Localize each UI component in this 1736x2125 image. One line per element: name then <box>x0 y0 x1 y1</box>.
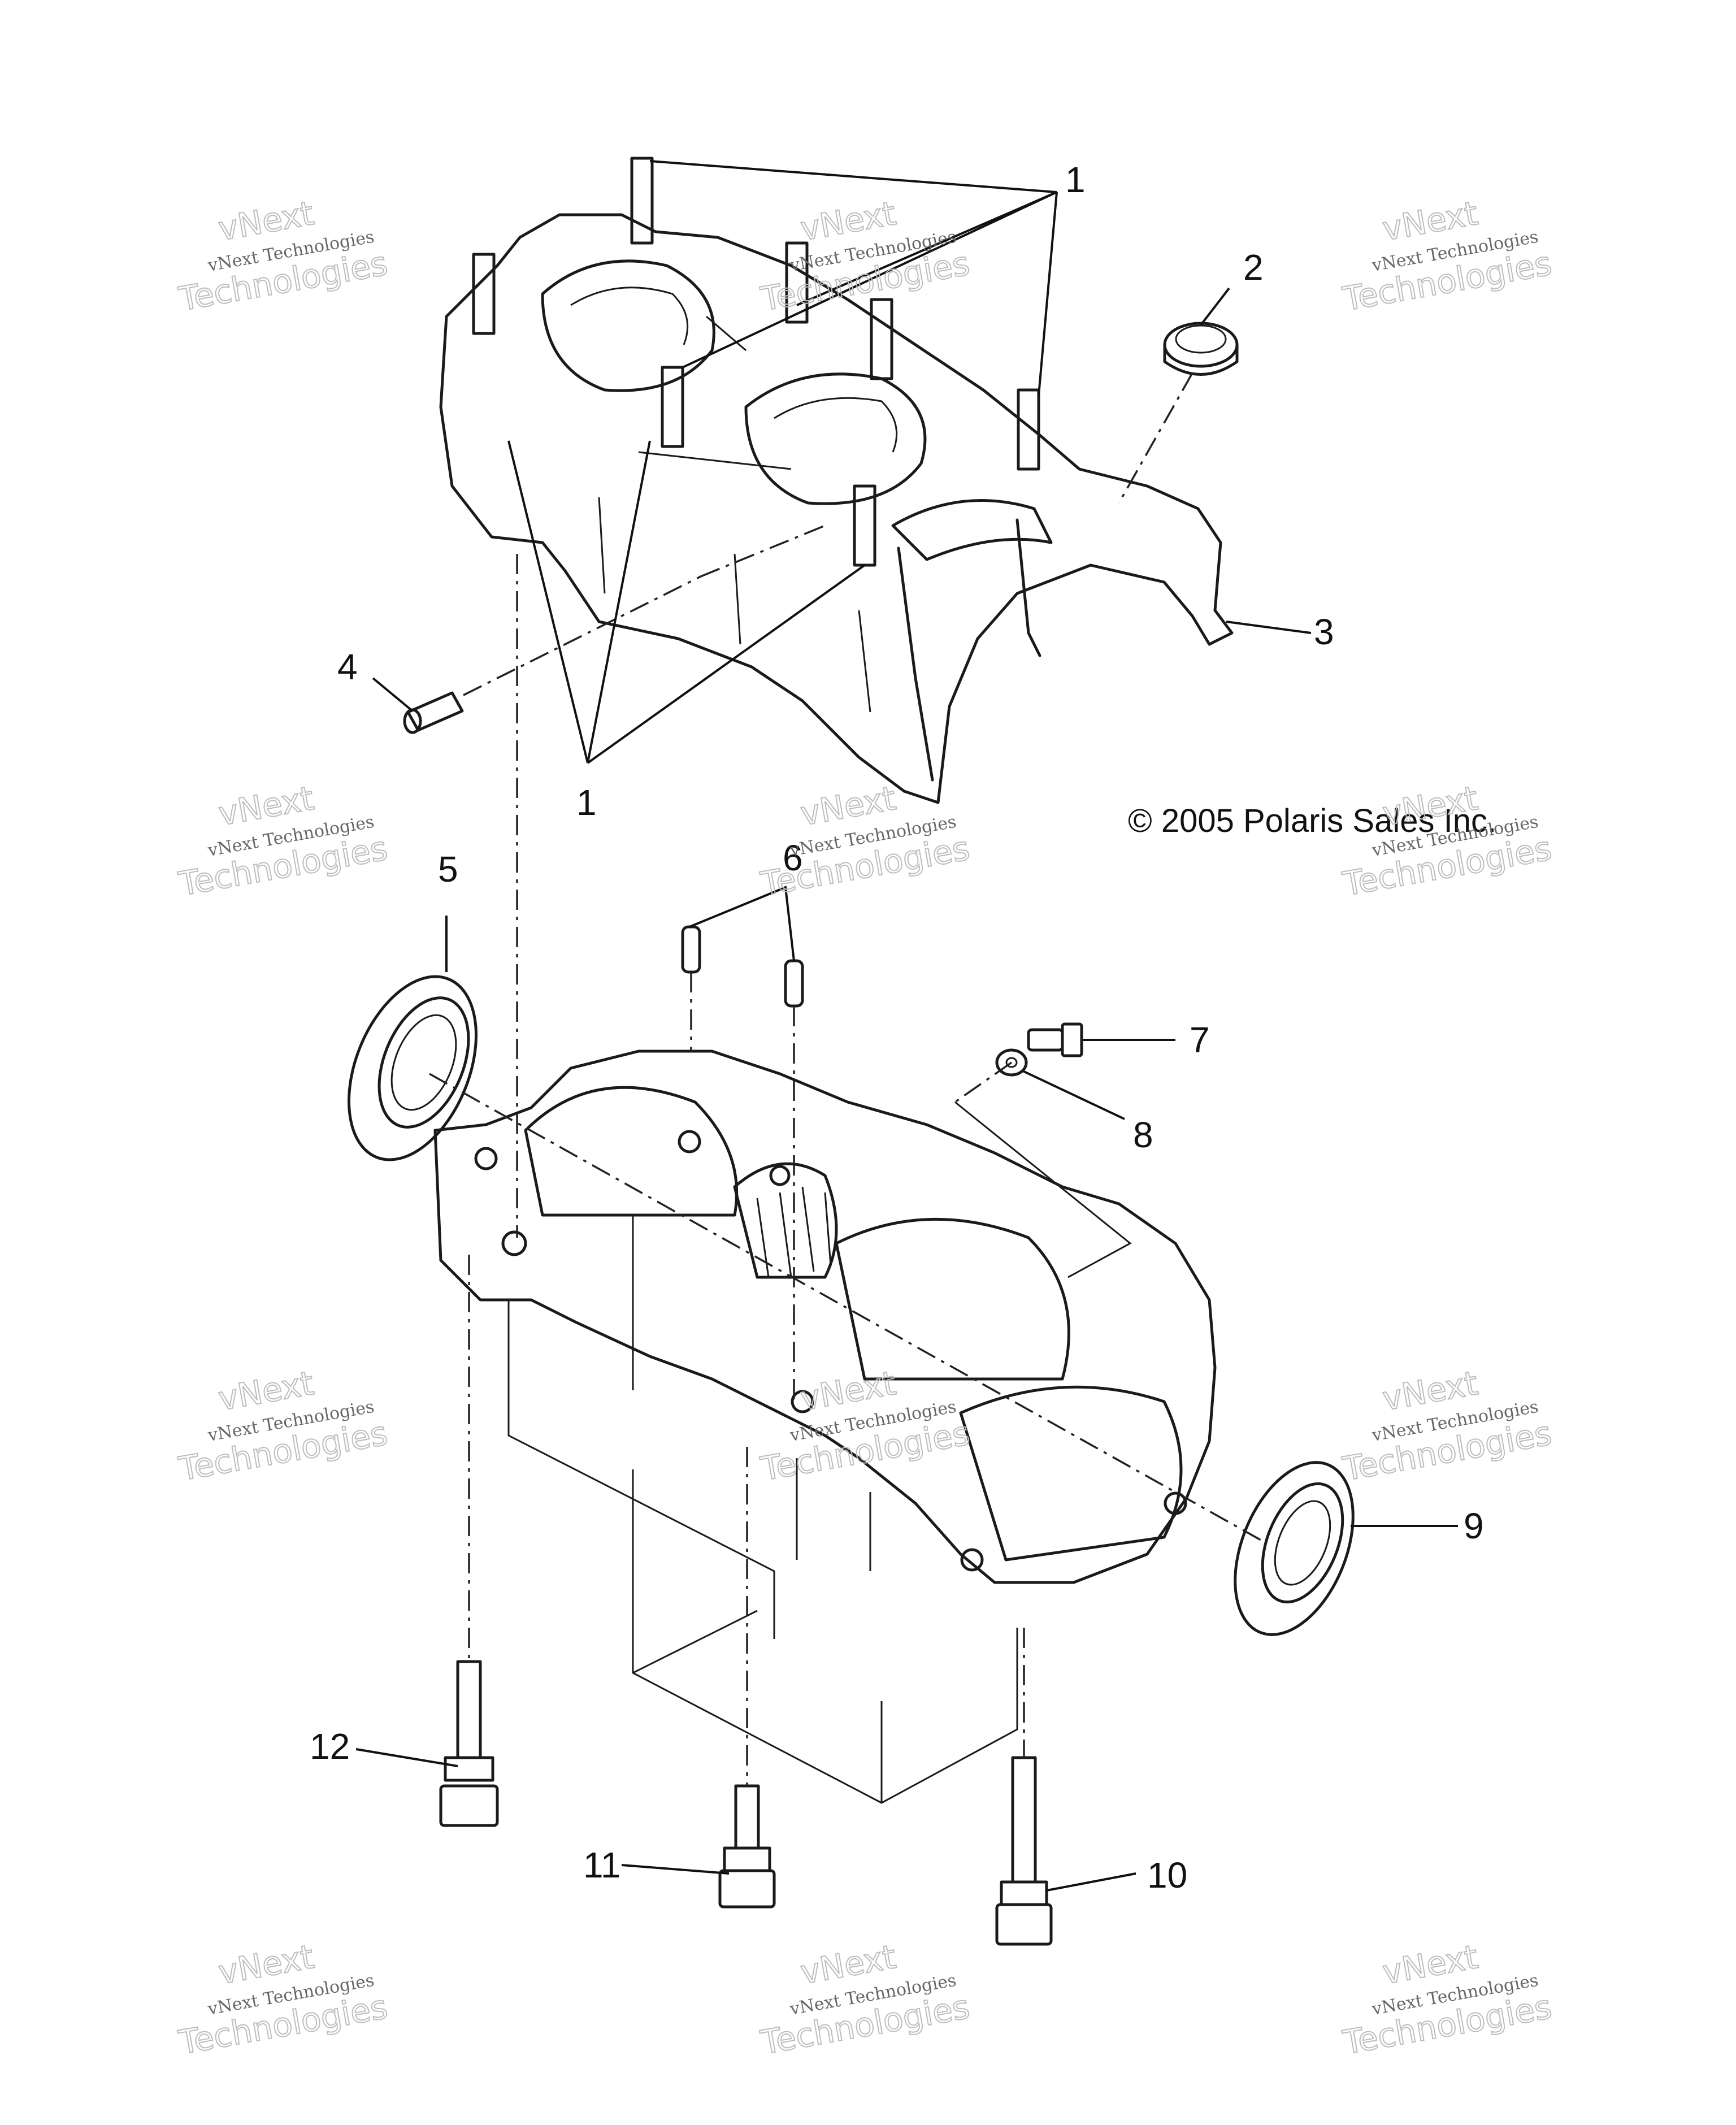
callout-6: 6 <box>783 838 803 878</box>
callout-7: 7 <box>1190 1020 1210 1060</box>
callout-9: 9 <box>1464 1506 1484 1546</box>
part-4-pin <box>403 691 464 734</box>
part-8-washer <box>995 1048 1028 1077</box>
watermark: vNext vNext Technologies Technologies <box>175 778 391 904</box>
part-7-screw <box>1027 1022 1083 1057</box>
callout-labels: 1 2 3 4 1 5 6 7 8 9 10 11 12 <box>310 159 1484 1896</box>
callout-4: 4 <box>337 647 358 687</box>
part-6-dowels <box>681 925 804 1008</box>
assembly-lines <box>429 372 1266 1786</box>
watermark: vNext vNext Technologies Technologies <box>1339 1363 1555 1489</box>
leader-lines <box>355 160 1458 1892</box>
callout-12: 12 <box>310 1726 350 1767</box>
watermark: vNext vNext Technologies Technologies <box>757 1937 973 2063</box>
lower-crankcase <box>433 1050 1217 1804</box>
copyright-notice: © 2005 Polaris Sales Inc. <box>1128 803 1496 839</box>
callout-1-bottom: 1 <box>576 782 597 823</box>
callout-1-top: 1 <box>1065 159 1086 200</box>
watermark: vNext vNext Technologies Technologies <box>757 1363 973 1489</box>
part-10-bolt <box>995 1756 1053 1946</box>
watermarks: vNext vNext Technologies Technologies vN… <box>175 193 1555 2063</box>
watermark: vNext vNext Technologies Technologies <box>1339 778 1555 904</box>
callout-11: 11 <box>583 1845 620 1885</box>
part-2-plug <box>1163 322 1239 376</box>
watermark: vNext vNext Technologies Technologies <box>175 193 391 319</box>
part-9-seal <box>1234 1461 1355 1636</box>
watermark: vNext vNext Technologies Technologies <box>175 1937 391 2063</box>
watermark: vNext vNext Technologies Technologies <box>757 193 973 319</box>
watermark: vNext vNext Technologies Technologies <box>1339 193 1555 319</box>
callout-2: 2 <box>1243 247 1264 288</box>
part-11-bolt <box>718 1784 776 1909</box>
upper-studs <box>472 157 1040 567</box>
part-12-bolt <box>439 1660 499 1827</box>
part-5-seal <box>348 975 478 1161</box>
callout-5: 5 <box>438 849 458 890</box>
upper-crankcase <box>439 157 1234 804</box>
callout-3: 3 <box>1314 612 1334 652</box>
watermark: vNext vNext Technologies Technologies <box>175 1363 391 1489</box>
callout-10: 10 <box>1147 1855 1187 1896</box>
watermark: vNext vNext Technologies Technologies <box>1339 1937 1555 2063</box>
callout-8: 8 <box>1133 1114 1153 1155</box>
